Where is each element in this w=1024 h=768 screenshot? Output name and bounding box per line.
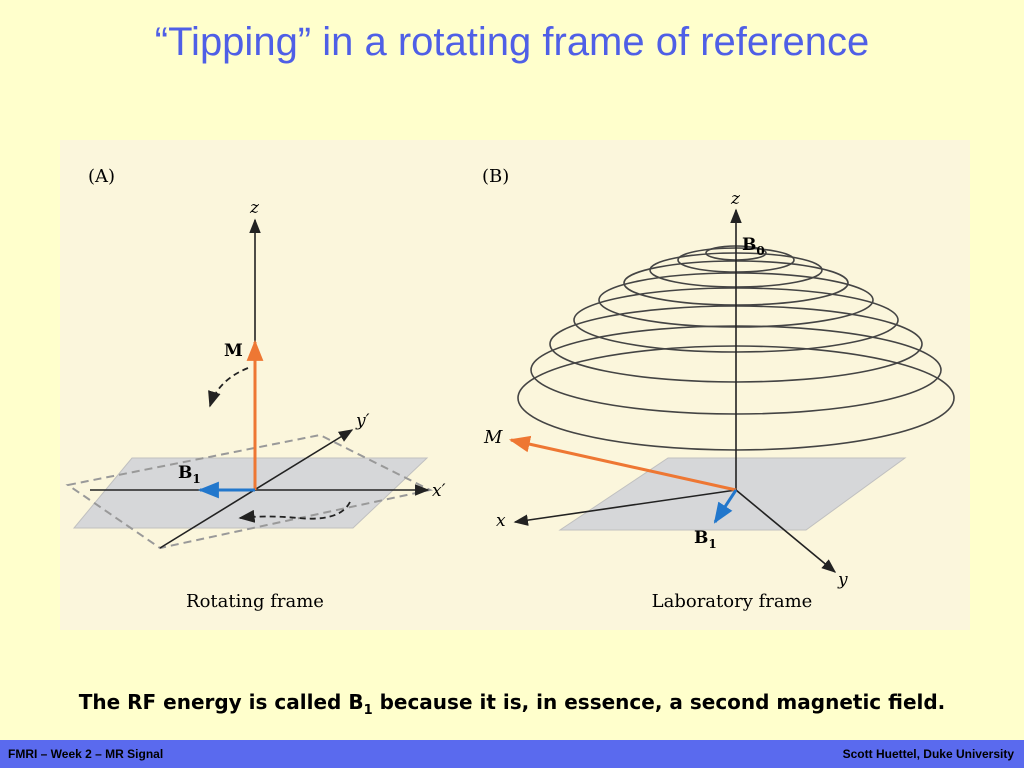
slide-caption: The RF energy is called B1 because it is… (0, 690, 1024, 718)
panel-a-caption: Rotating frame (186, 591, 324, 612)
panel-a: (A) z x′ y′ M B1 Rotating frame (65, 166, 446, 612)
x-axis-label: x (496, 511, 506, 531)
b0-label: B0 (742, 235, 765, 258)
tilted-dashed-plane (65, 433, 433, 550)
b1-label: B1 (694, 528, 717, 551)
tipping-diagram: (A) z x′ y′ M B1 Rotating frame (65, 166, 955, 612)
rotation-arrow-upper (208, 367, 249, 408)
caption-text-before: The RF energy is called B (78, 690, 364, 714)
panel-a-tag: (A) (88, 166, 115, 187)
footer-author: Scott Huettel, Duke University (842, 747, 1014, 761)
magnetization-label: M (483, 427, 503, 448)
rotation-arrow-lower (238, 501, 351, 523)
x-axis (513, 489, 737, 526)
b1-label: B1 (178, 463, 201, 486)
panel-b: (B) z B0 x y (482, 166, 955, 612)
x-prime-axis-label: x′ (432, 481, 446, 501)
y-axis-label: y (837, 570, 848, 590)
b1-vector (713, 489, 738, 524)
slide-title: “Tipping” in a rotating frame of referen… (154, 20, 870, 64)
panel-b-tag: (B) (482, 166, 509, 187)
magnetization-label: M (224, 341, 243, 361)
footer-bar: FMRI – Week 2 – MR Signal Scott Huettel,… (0, 740, 1024, 768)
z-axis-label: z (249, 198, 260, 218)
z-axis-label: z (730, 189, 741, 209)
y-axis (735, 489, 837, 573)
figure-panel: (A) z x′ y′ M B1 Rotating frame (60, 140, 970, 630)
magnetization-vector (508, 435, 737, 492)
caption-subscript: 1 (363, 703, 373, 718)
y-prime-axis-label: y′ (355, 411, 370, 431)
panel-b-caption: Laboratory frame (652, 591, 813, 612)
footer-course: FMRI – Week 2 – MR Signal (8, 747, 164, 761)
caption-text-after: because it is, in essence, a second magn… (372, 690, 946, 714)
